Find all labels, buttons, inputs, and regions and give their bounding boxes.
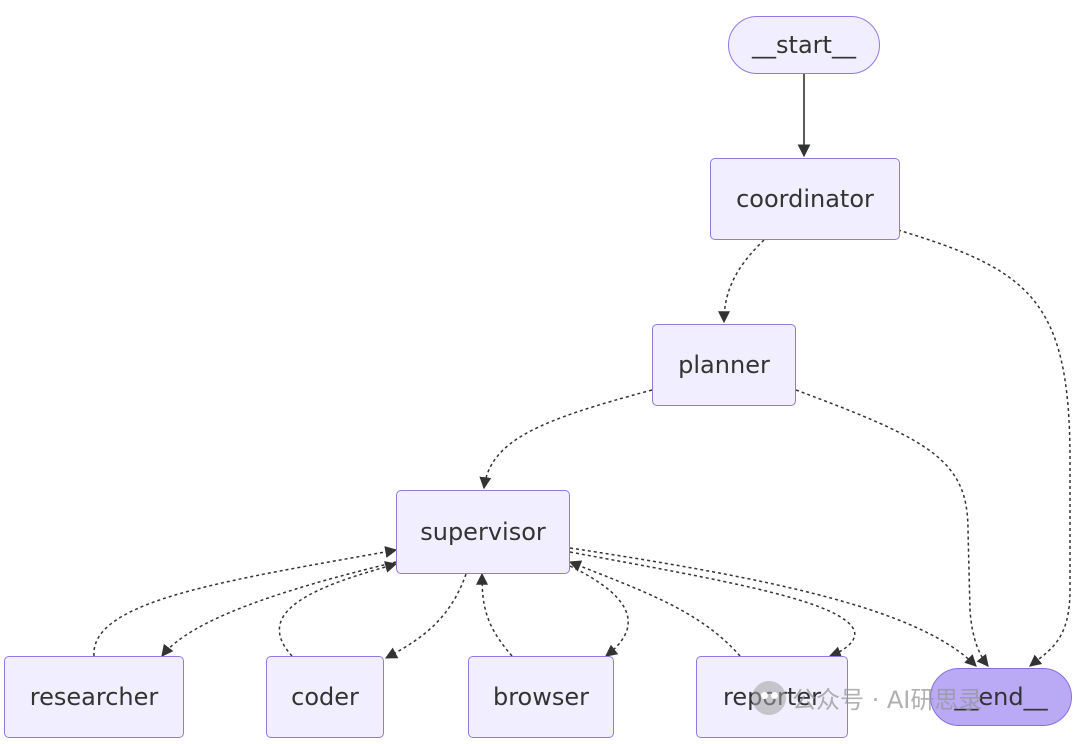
edge-planner-supervisor — [479, 389, 653, 490]
node-end[interactable]: __end__ — [930, 668, 1072, 726]
edge-supervisor-end — [569, 547, 977, 667]
edge-browser-supervisor — [476, 572, 513, 657]
edge-coder-supervisor — [278, 561, 398, 657]
node-planner[interactable]: planner — [652, 324, 796, 406]
node-browser[interactable]: browser — [468, 656, 614, 738]
edge-supervisor-researcher — [161, 561, 397, 657]
node-supervisor[interactable]: supervisor — [396, 490, 570, 574]
node-reporter[interactable]: reporter — [696, 656, 848, 738]
node-researcher[interactable]: researcher — [4, 656, 184, 738]
edge-coordinator-end — [897, 229, 1071, 667]
edge-supervisor-coder — [384, 573, 467, 659]
node-coordinator[interactable]: coordinator — [710, 158, 900, 240]
edge-planner-end — [795, 389, 989, 667]
edge-supervisor-reporter — [569, 551, 856, 658]
node-start[interactable]: __start__ — [728, 16, 880, 74]
edge-researcher-supervisor — [93, 546, 398, 657]
edge-coordinator-planner — [718, 239, 765, 324]
node-coder[interactable]: coder — [266, 656, 384, 738]
edge-supervisor-browser — [569, 565, 629, 657]
edge-reporter-supervisor — [568, 560, 741, 657]
